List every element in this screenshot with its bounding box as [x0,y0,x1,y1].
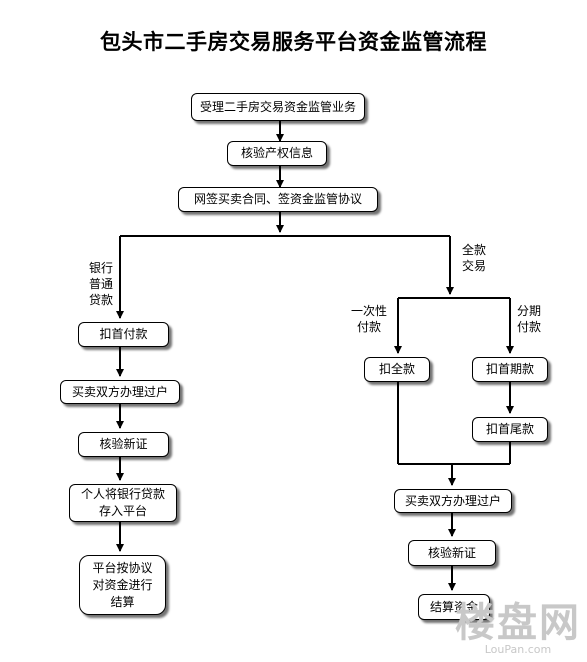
label-one-time: 一次性 付款 [350,304,387,334]
box-full-transfer: 买卖双方办理过户 [394,489,512,513]
box-full-settle: 结算资金 [418,594,490,620]
box-full-cert: 核验新证 [408,540,496,566]
page-title: 包头市二手房交易服务平台资金监管流程 [100,29,487,54]
label-full-payment: 全款 交易 [461,243,486,273]
box-verify-title: 核验产权信息 [227,141,327,166]
box-accept: 受理二手房交易资金监管业务 [191,93,365,121]
watermark-url: LouPan.com [484,643,552,656]
box-loan-settle: 平台按协议 对资金进行 结算 [79,555,166,615]
watermark-logo: 楼盘网 [455,599,581,646]
box-full-tail: 扣首尾款 [472,417,548,442]
box-full-first: 扣首期款 [472,357,548,382]
label-bank-loan: 银行 普通 贷款 [88,261,113,307]
label-installment: 分期 付款 [516,304,541,334]
box-loan-transfer: 买卖双方办理过户 [60,380,180,404]
box-full-once: 扣全款 [364,357,430,382]
watermark: 楼盘网 LouPan.com [455,602,581,656]
box-loan-deposit: 个人将银行贷款 存入平台 [69,484,177,522]
box-loan-cert: 核验新证 [78,432,169,457]
box-contract: 网签买卖合同、签资金监管协议 [178,187,378,212]
box-loan-down: 扣首付款 [78,322,169,347]
